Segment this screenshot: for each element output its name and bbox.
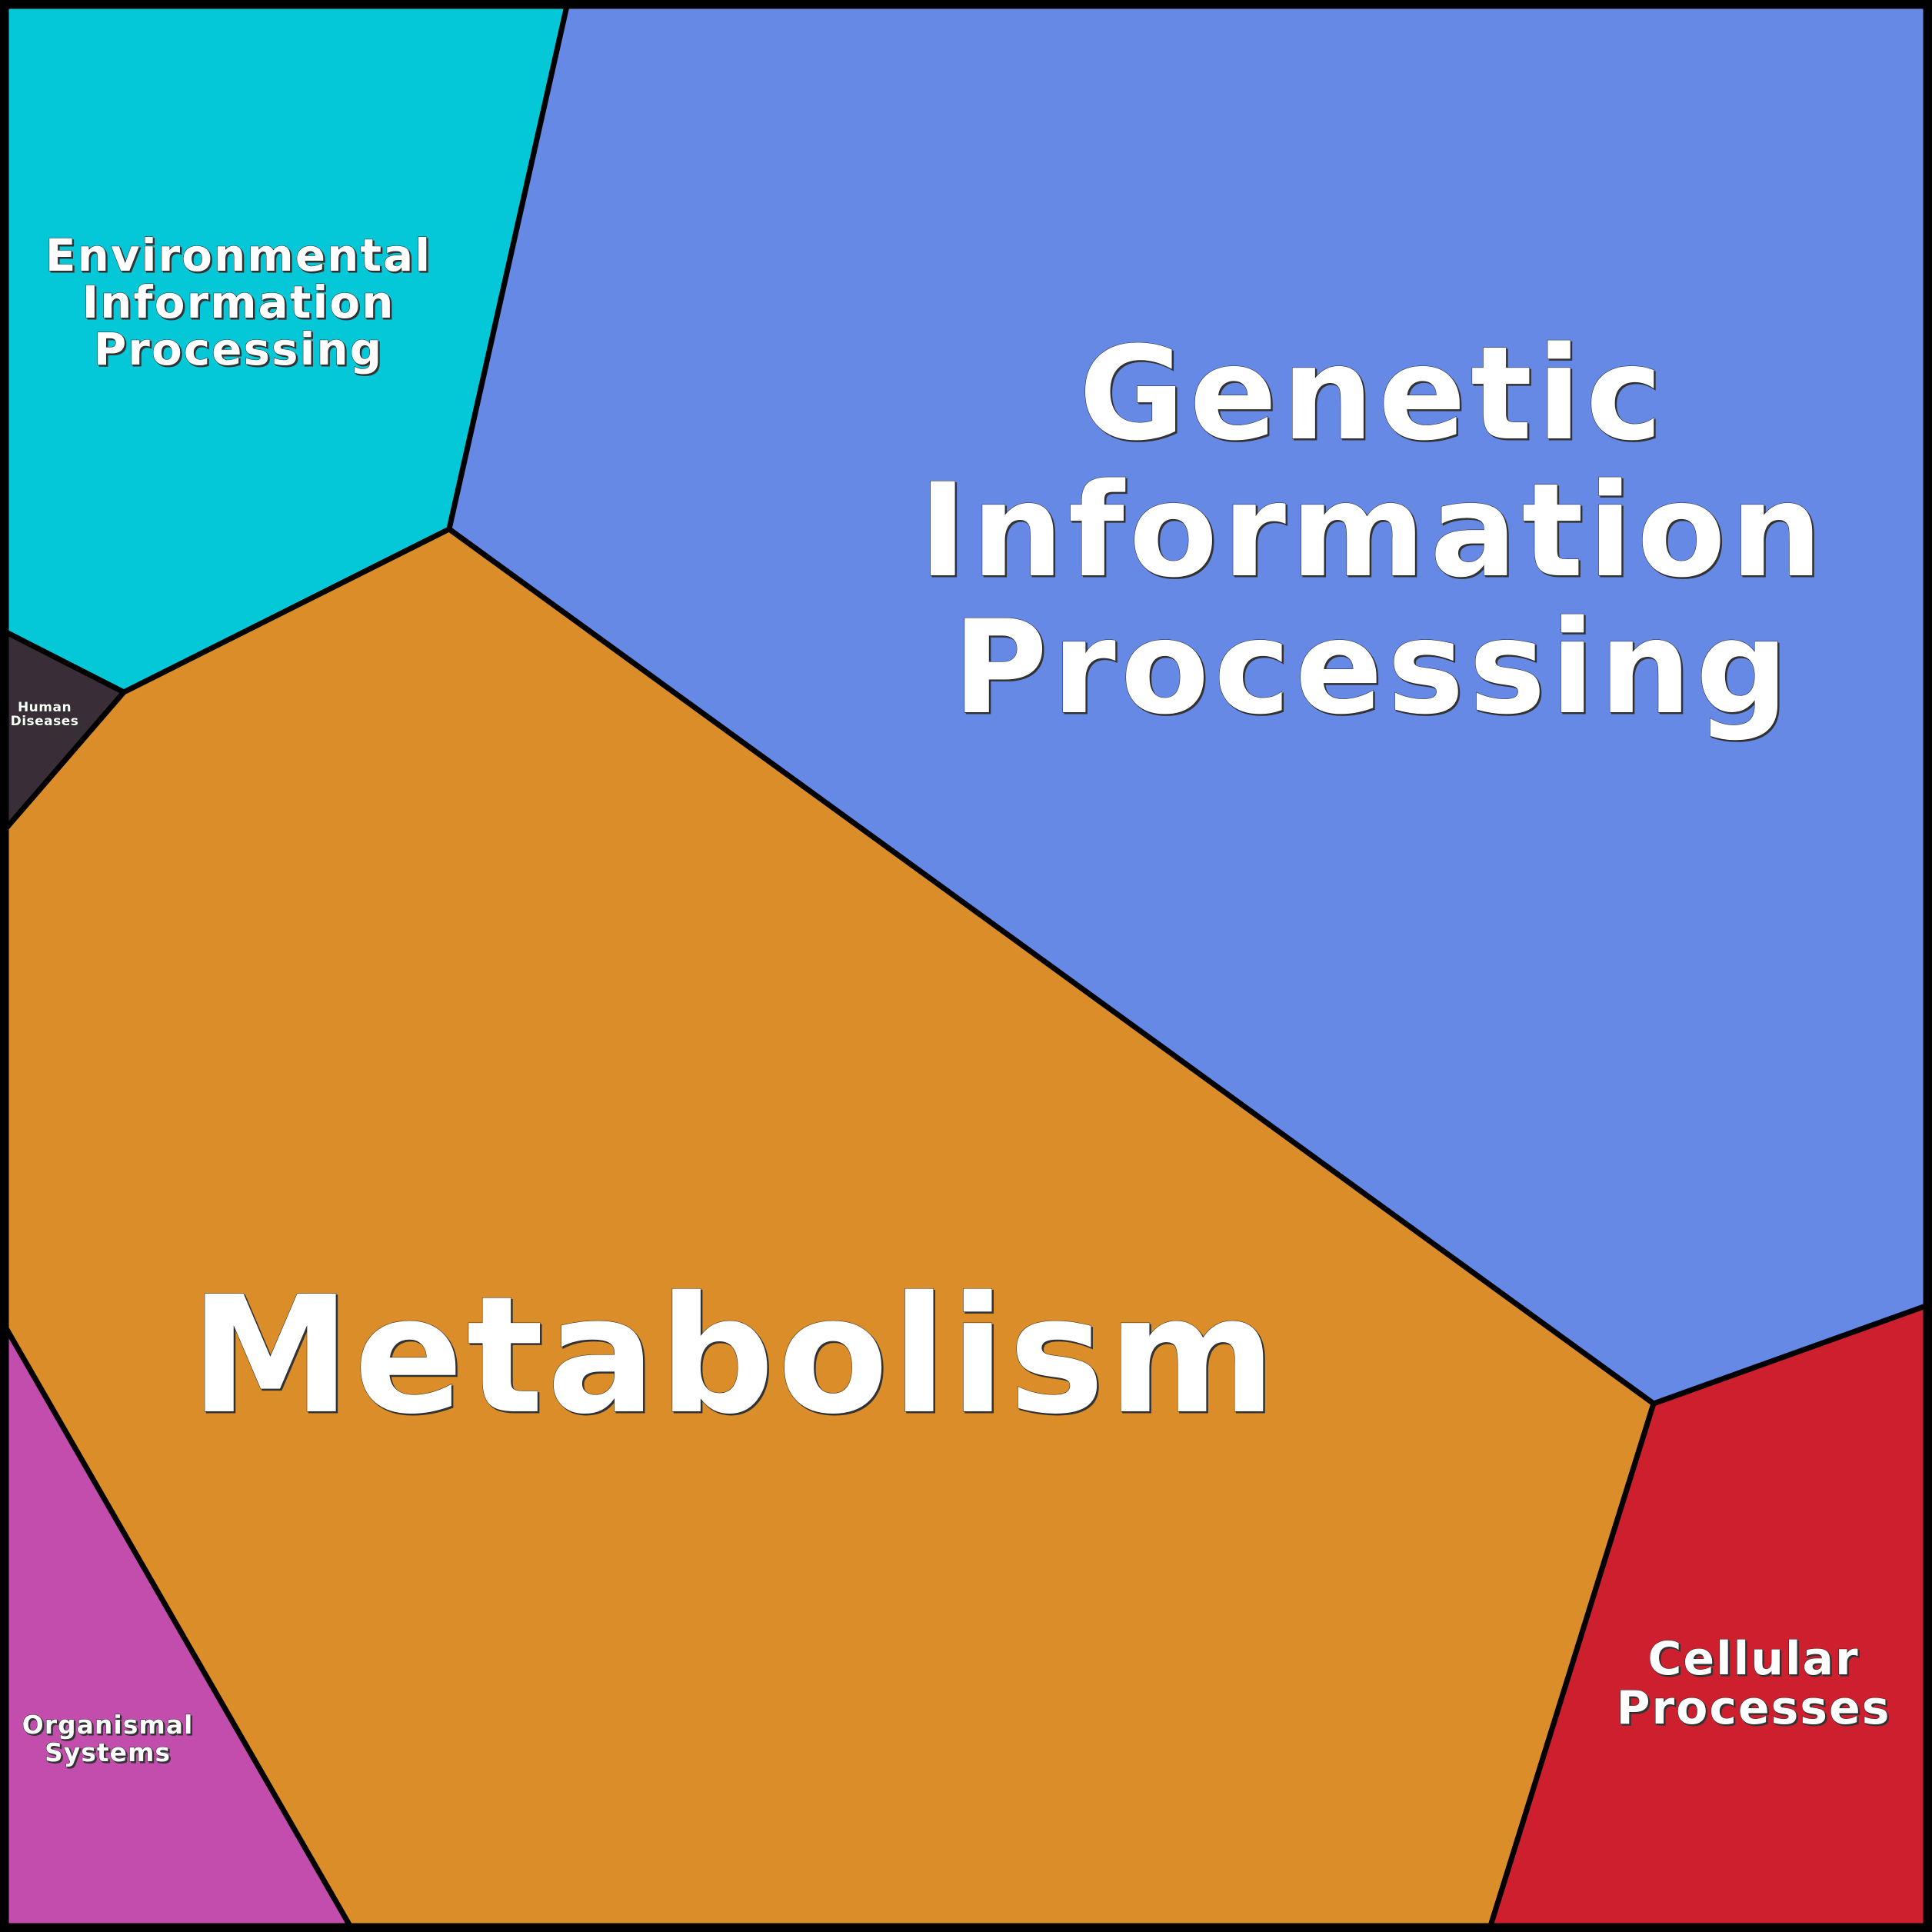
region-organismal-systems[interactable] [3, 1325, 353, 1929]
region-label-environmental: Environmental [45, 229, 431, 281]
region-label-organismal: Systems [45, 1737, 171, 1767]
region-label-genetic: Information [919, 455, 1827, 606]
region-label-environmental: Information [82, 276, 395, 328]
region-cellular-processes[interactable] [1487, 1303, 1929, 1929]
region-label-organismal: Organismal [22, 1710, 194, 1740]
region-label-genetic: Genetic [1079, 318, 1667, 469]
region-label-environmental: Processing [94, 323, 383, 375]
region-label-human-diseases: Diseases [11, 714, 79, 729]
region-labels: MetabolismGeneticInformationProcessingEn… [10, 229, 1891, 1768]
region-label-cellular: Cellular [1647, 1632, 1859, 1686]
region-label-metabolism: Metabolism [190, 1261, 1279, 1450]
region-label-human-diseases: Human [18, 700, 72, 715]
region-label-genetic: Processing [953, 592, 1793, 743]
region-label-cellular: Processes [1617, 1681, 1891, 1735]
